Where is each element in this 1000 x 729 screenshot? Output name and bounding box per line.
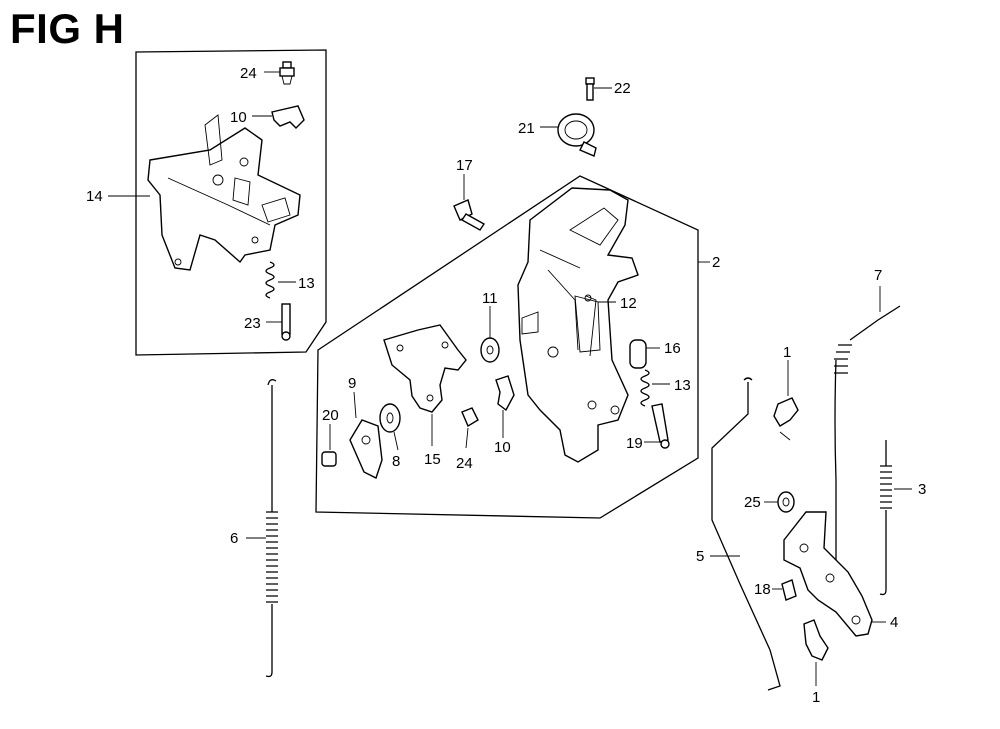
group-frame-main: [315, 175, 699, 519]
callout-13-upper: 13: [298, 275, 315, 292]
callout-20: 20: [322, 407, 339, 424]
part-4-lever-plate: [783, 511, 873, 637]
callout-19: 19: [626, 435, 643, 452]
part-13-spring-upper: [265, 261, 275, 299]
callout-17: 17: [456, 157, 473, 174]
part-12-link: [584, 294, 597, 357]
callout-13-main: 13: [674, 377, 691, 394]
part-6-long-spring: [265, 379, 278, 678]
callout-9: 9: [348, 375, 356, 392]
part-8-washer: [379, 403, 401, 433]
part-25-nut: [777, 491, 795, 513]
callout-11: 11: [482, 290, 498, 307]
callout-7: 7: [874, 267, 882, 284]
callout-22: 22: [614, 80, 631, 97]
callout-10-lower: 10: [494, 439, 511, 456]
part-3-spring: [879, 440, 892, 596]
callout-15: 15: [424, 451, 441, 468]
callout-5: 5: [696, 548, 704, 565]
part-22-screw: [585, 77, 595, 101]
part-18-bolt: [781, 579, 797, 601]
callout-21: 21: [518, 120, 535, 137]
callout-16: 16: [664, 340, 681, 357]
part-24-bolt-lower: [461, 407, 479, 428]
callout-12: 12: [620, 295, 637, 312]
part-20-nut: [321, 451, 337, 467]
part-2-main-bracket: [517, 187, 639, 463]
callout-25: 25: [744, 494, 761, 511]
figure-title: FIG H: [10, 5, 125, 52]
callout-24-upper: 24: [240, 65, 257, 82]
part-10-clip-lower: [495, 375, 515, 412]
part-15-plate: [383, 324, 467, 413]
callout-6: 6: [230, 530, 238, 547]
part-11-washer: [480, 337, 500, 363]
callout-24-lower: 24: [456, 455, 473, 472]
callout-14: 14: [86, 188, 103, 205]
part-16-collar: [629, 339, 647, 369]
callout-8: 8: [392, 453, 400, 470]
callout-23: 23: [244, 315, 261, 332]
part-17-bolt: [453, 199, 486, 231]
callout-10-upper: 10: [230, 109, 247, 126]
part-14-bracket: [147, 114, 301, 271]
group-frame-left: [135, 49, 327, 356]
part-7-cable: [834, 305, 901, 560]
part-1-clip-upper: [773, 397, 799, 441]
part-21-clamp: [557, 113, 597, 157]
part-1-clip-lower: [803, 619, 829, 661]
callout-18: 18: [754, 581, 771, 598]
part-5-rod: [711, 377, 781, 691]
callout-4: 4: [890, 614, 898, 631]
part-23-bolt: [281, 303, 291, 341]
part-24-bolt-upper: [279, 61, 295, 85]
part-13-spring-main: [640, 369, 650, 407]
part-10-clip-upper: [271, 105, 305, 129]
part-9-lever: [349, 419, 383, 479]
callout-2: 2: [712, 254, 720, 271]
part-19-bolt: [651, 403, 670, 449]
callout-3: 3: [918, 481, 926, 498]
leader-lines: [108, 71, 912, 686]
callout-1-lower: 1: [812, 689, 820, 706]
callout-1-upper: 1: [783, 344, 791, 361]
